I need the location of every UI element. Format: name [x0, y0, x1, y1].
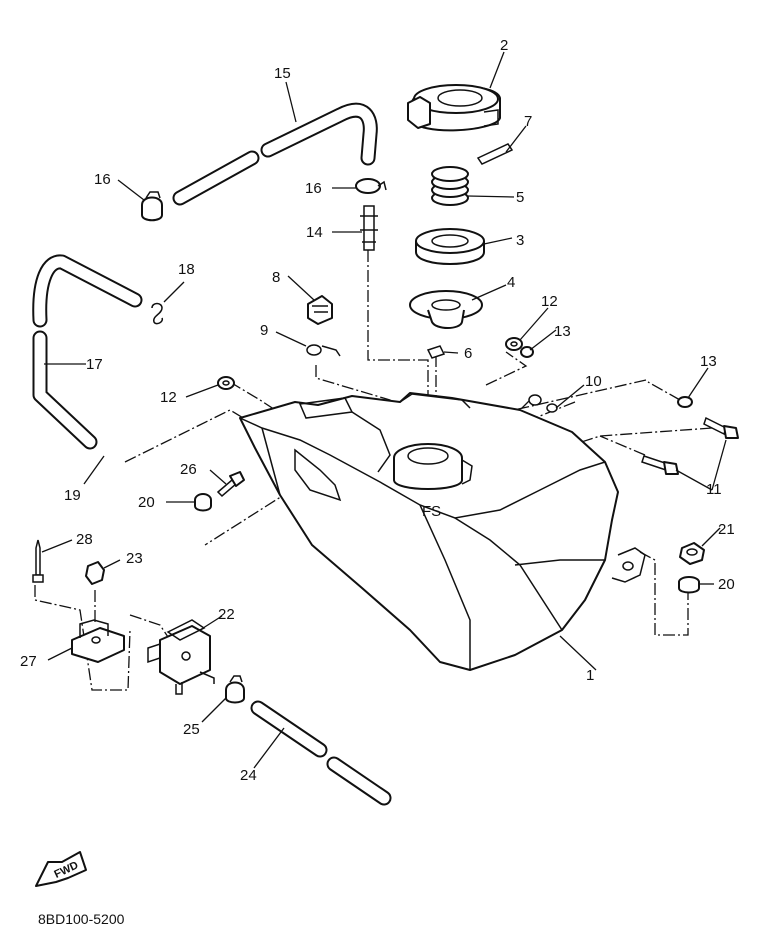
- callout-26: 26: [180, 461, 197, 478]
- callout-20-right: 20: [718, 576, 735, 593]
- callout-4: 4: [507, 274, 515, 291]
- callout-16-center: 16: [305, 180, 322, 197]
- diagram-code: 8BD100-5200: [38, 911, 125, 927]
- leader-lines: [41, 51, 727, 769]
- callout-13-center: 13: [554, 323, 571, 340]
- rivet: [32, 539, 44, 583]
- svg-text:FS: FS: [422, 503, 441, 520]
- callout-10: 10: [585, 373, 602, 390]
- callout-1: 1: [586, 667, 594, 684]
- hose-clamp-upper: [355, 178, 387, 194]
- vent-hose: [32, 254, 143, 450]
- callout-21: 21: [718, 521, 735, 538]
- callout-numbers: 1 2 3 4 5 6 7 8 9 10 11 12 12 13 13 14 1…: [20, 37, 735, 784]
- callout-16-left: 16: [94, 171, 111, 188]
- callout-22: 22: [218, 606, 235, 623]
- callout-11: 11: [706, 481, 722, 498]
- nut: [679, 542, 705, 565]
- callout-5: 5: [516, 189, 524, 206]
- callout-27: 27: [20, 653, 37, 670]
- fuel-tank: FS: [239, 392, 646, 671]
- key: [426, 345, 446, 359]
- washer-13-right: [677, 396, 693, 408]
- hose-clamp: [141, 191, 163, 222]
- pin: [476, 143, 514, 165]
- washer-12-right: [505, 337, 523, 351]
- callout-13-right: 13: [700, 353, 717, 370]
- callout-14: 14: [306, 224, 323, 241]
- washer-12-left: [217, 376, 235, 390]
- clip-spring: [306, 344, 341, 357]
- damper-left: [194, 493, 212, 512]
- fuel-cock: [147, 619, 215, 695]
- callout-2: 2: [500, 37, 508, 54]
- breather-hose: [172, 102, 378, 206]
- bolt-lower: [641, 455, 679, 475]
- grommet: [307, 295, 333, 325]
- cap-gasket: [415, 228, 485, 265]
- seal-plate: [409, 290, 483, 329]
- callout-25: 25: [183, 721, 200, 738]
- callout-12-left: 12: [160, 389, 177, 406]
- collar-nut: [85, 561, 105, 585]
- vent-fitting: [360, 205, 378, 251]
- callout-24: 24: [240, 767, 257, 784]
- callout-9: 9: [260, 322, 268, 339]
- callout-3: 3: [516, 232, 524, 249]
- fuel-hose: [250, 700, 392, 806]
- callout-15: 15: [274, 65, 291, 82]
- spring: [431, 166, 469, 206]
- bolt: [703, 416, 739, 439]
- callout-18: 18: [178, 261, 195, 278]
- callout-23: 23: [126, 550, 143, 567]
- callout-8: 8: [272, 269, 280, 286]
- callout-19: 19: [64, 487, 81, 504]
- callout-12-right: 12: [541, 293, 558, 310]
- screw: [216, 471, 245, 498]
- bracket: [71, 619, 125, 663]
- clip: [151, 302, 164, 325]
- callout-28: 28: [76, 531, 93, 548]
- forward-direction-arrow: FWD: [35, 851, 87, 887]
- callout-6: 6: [464, 345, 472, 362]
- damper: [678, 576, 700, 594]
- callout-17: 17: [86, 356, 103, 373]
- callout-20-left: 20: [138, 494, 155, 511]
- hose-clamp-lower: [225, 675, 245, 704]
- nut-10: [528, 394, 558, 413]
- fuel-cap: [407, 84, 501, 132]
- callout-7: 7: [524, 113, 532, 130]
